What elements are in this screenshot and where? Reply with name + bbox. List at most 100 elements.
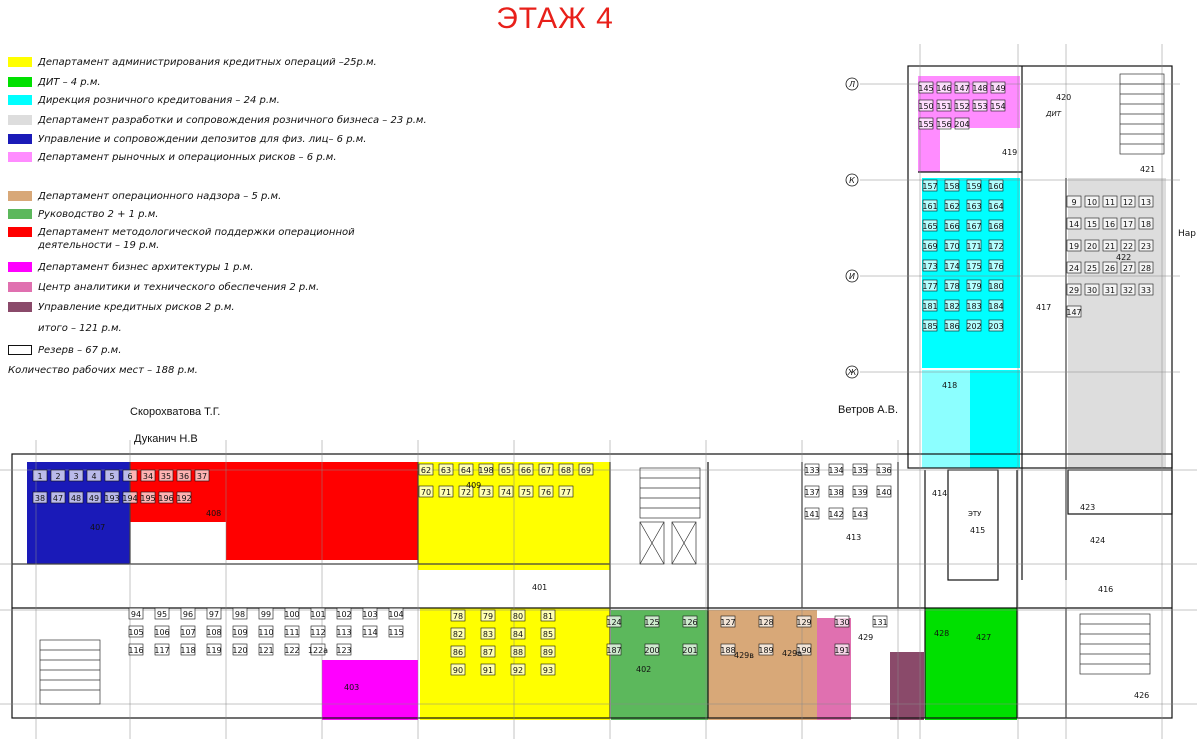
seat-number: 87: [483, 648, 493, 657]
desk: [1066, 261, 1082, 274]
legend-label: Управление кредитных рисков 2 р.м.: [38, 302, 235, 313]
seat-number: 175: [966, 262, 981, 271]
workstation: 147: [1066, 305, 1082, 318]
axis-bubble: [845, 173, 859, 187]
desk: [232, 625, 248, 638]
seat-number: 204: [954, 120, 969, 129]
seat-number: 86: [453, 648, 463, 657]
workstation: 98: [232, 607, 248, 620]
desk: [310, 607, 326, 620]
floor-title: ЭТАЖ 4: [496, 2, 614, 35]
seat-number: 70: [421, 488, 431, 497]
room-label: ЭТУ: [968, 510, 982, 518]
stairs: [39, 73, 1165, 705]
seat-number: 100: [284, 610, 299, 619]
seat-number: 140: [876, 488, 891, 497]
legend-label: Департамент бизнес архитектуры 1 р.м.: [38, 262, 254, 273]
workstation: 174: [944, 259, 960, 272]
room-label: 413: [846, 533, 861, 542]
desk: [828, 463, 844, 476]
workstation: 160: [988, 179, 1004, 192]
desk: [988, 299, 1004, 312]
seat-number: 157: [922, 182, 937, 191]
zone-business-arch: [322, 660, 418, 720]
seat-number: 156: [936, 120, 951, 129]
seat-number: 6: [127, 472, 132, 481]
workstation: 62: [418, 463, 434, 476]
workstation: 25: [1084, 261, 1100, 274]
seat-number: 102: [336, 610, 351, 619]
room-label: 424: [1090, 536, 1105, 545]
workstation: 5: [104, 469, 120, 482]
desk: [1102, 239, 1118, 252]
desk: [480, 609, 496, 622]
workstation: 111: [284, 625, 300, 638]
workstation: 116: [128, 643, 144, 656]
legend-label: Департамент рыночных и операционных риск…: [38, 152, 337, 163]
seat-number: 187: [606, 646, 621, 655]
legend-swatch: [8, 191, 32, 201]
seat-number: 21: [1105, 242, 1115, 251]
legend-swatch: [8, 262, 32, 272]
seat-number: 152: [954, 102, 969, 111]
seat-number: 147: [1066, 308, 1081, 317]
seat-number: 122: [284, 646, 299, 655]
workstation: 192: [176, 491, 192, 504]
workstation: 143: [852, 507, 868, 520]
desk: [510, 645, 526, 658]
desk: [104, 491, 120, 504]
seat-number: 92: [513, 666, 523, 675]
room-label: 407: [90, 523, 105, 532]
reserve-label: Резерв – 67 р.м.: [38, 345, 122, 356]
zone-analytics: [817, 618, 851, 720]
legend-item: Центр аналитики и технического обеспечен…: [8, 281, 319, 294]
seat-number: 179: [966, 282, 981, 291]
seat-number: 19: [1069, 242, 1079, 251]
seat-number: 181: [922, 302, 937, 311]
desk: [972, 81, 988, 94]
desk: [1102, 283, 1118, 296]
workstation: 122: [284, 643, 300, 656]
workstation: 73: [478, 485, 494, 498]
workstation: 9: [1066, 195, 1082, 208]
desk: [966, 279, 982, 292]
seat-number: 10: [1087, 198, 1097, 207]
workstation: 71: [438, 485, 454, 498]
workstation: 95: [154, 607, 170, 620]
seat-number: 35: [161, 472, 171, 481]
desk: [176, 491, 192, 504]
desk: [922, 199, 938, 212]
workstation: 10: [1084, 195, 1100, 208]
seat-number: 49: [89, 494, 99, 503]
seat-number: 141: [804, 510, 819, 519]
workstation: 123: [336, 643, 352, 656]
seat-number: 36: [179, 472, 189, 481]
desk: [1084, 217, 1100, 230]
legend-swatch: [8, 152, 32, 162]
seat-number: 88: [513, 648, 523, 657]
seat-number: 80: [513, 612, 523, 621]
legend-swatch: [8, 77, 32, 87]
workstation: 138: [828, 485, 844, 498]
workstation: 200: [644, 643, 660, 656]
workstation: 66: [518, 463, 534, 476]
desk: [804, 463, 820, 476]
desk: [966, 179, 982, 192]
seat-number: 112: [310, 628, 325, 637]
workstation: 139: [852, 485, 868, 498]
seat-number: 99: [261, 610, 271, 619]
workstation: 104: [388, 607, 404, 620]
seat-number: 78: [453, 612, 463, 621]
legend-item: Управление и сопровождении депозитов для…: [8, 133, 366, 146]
legend-swatch: [8, 95, 32, 105]
desk: [518, 485, 534, 498]
workstation: 27: [1120, 261, 1136, 274]
legend-label: Департамент разработки и сопровождения р…: [38, 115, 427, 126]
workstation: 19: [1066, 239, 1082, 252]
seat-number: 5: [109, 472, 114, 481]
workstation: 198: [478, 463, 494, 476]
workstation: 142: [828, 507, 844, 520]
desk: [362, 607, 378, 620]
workstation: 189: [758, 643, 774, 656]
workstation: 168: [988, 219, 1004, 232]
